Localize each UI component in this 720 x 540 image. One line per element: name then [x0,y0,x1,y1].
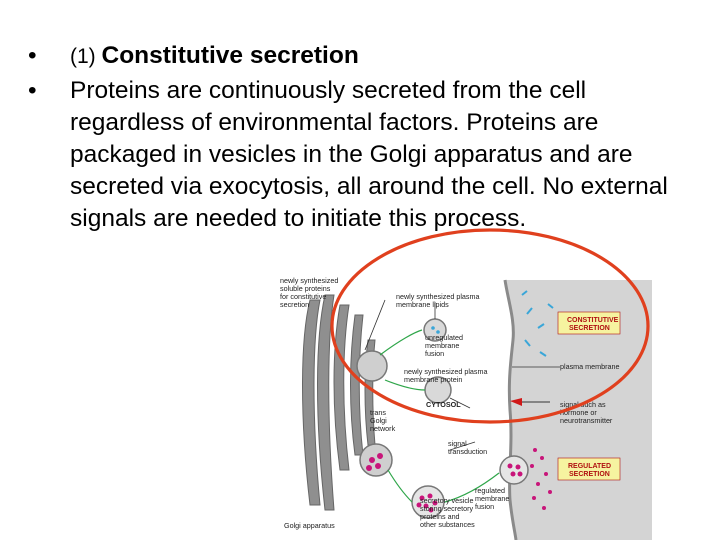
label-cytosol: CYTOSOL [426,400,461,409]
label-newly-soluble-2: soluble proteins [280,284,331,293]
label-regulated-box-2: SECRETION [569,471,610,478]
bullet-description-text: Proteins are continuously secreted from … [70,77,668,232]
label-newly-soluble-3: for constitutive [280,292,326,301]
label-storing-4: other substances [420,520,475,529]
label-storing-2: storing secretory [420,504,474,513]
bullet-number: (1) [70,45,102,68]
label-storing-1: secretory vesicle [420,496,474,505]
label-transduction-2: transduction [448,447,487,456]
bullet-dot: • [28,42,37,69]
bullet-heading: Constitutive secretion [101,42,359,69]
regulated-secreted-molecules [530,448,552,510]
label-regulated-fusion-2: membrane [475,494,509,503]
golgi-apparatus [302,294,376,511]
bullet-constitutive-heading: • (1) Constitutive secretion [28,40,688,73]
label-newly-soluble-1: newly synthesized [280,276,338,285]
label-constitutive-box-2: SECRETION [569,325,610,332]
label-trans-golgi-3: network [370,424,396,433]
label-signal-3: neurotransmitter [560,416,613,425]
label-protein-2: membrane protein [404,375,462,384]
golgi-vesicle-bottom [366,453,383,471]
secretion-diagram-svg: newly synthesized soluble proteins for c… [280,276,652,540]
regulated-fusion-vesicle [499,455,529,485]
label-storing-3: proteins and [420,512,460,521]
regulated-label-box [557,457,621,481]
label-lipids-2: membrane lipids [396,300,449,309]
secretion-diagram: newly synthesized soluble proteins for c… [270,270,652,540]
label-regulated-box-1: REGULATED [568,463,611,470]
label-plasma-membrane: plasma membrane [560,362,620,371]
label-constitutive-box-1: CONSTITUTIVE [567,317,619,324]
label-transduction-1: signal [448,439,467,448]
bullet-dot: • [28,77,37,104]
secretory-vesicle [411,485,445,519]
label-newly-soluble-4: secretion [280,300,309,309]
label-unregulated-3: fusion [425,349,444,358]
label-golgi: Golgi apparatus [284,521,335,530]
bullet-description: • Proteins are continuously secreted fro… [28,75,688,235]
label-regulated-fusion-3: fusion [475,502,494,511]
slide-text: • (1) Constitutive secretion • Proteins … [28,40,688,235]
label-regulated-fusion-1: regulated [475,486,505,495]
